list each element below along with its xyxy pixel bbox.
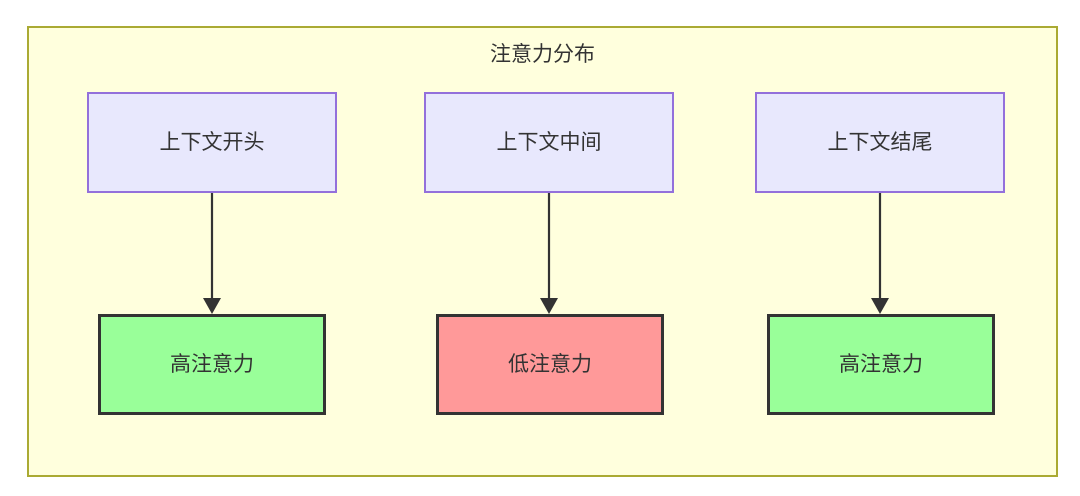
node-context-start[interactable]: 上下文开头: [87, 92, 337, 193]
node-result-high-start-label: 高注意力: [170, 353, 254, 376]
node-result-high-end[interactable]: 高注意力: [767, 314, 995, 415]
subgraph-title: 注意力分布: [490, 43, 595, 66]
node-result-low-middle-label: 低注意力: [508, 353, 592, 376]
node-context-middle[interactable]: 上下文中间: [424, 92, 674, 193]
node-context-end[interactable]: 上下文结尾: [755, 92, 1005, 193]
node-result-high-start[interactable]: 高注意力: [98, 314, 326, 415]
node-context-start-label: 上下文开头: [159, 131, 265, 154]
node-result-low-middle[interactable]: 低注意力: [436, 314, 664, 415]
node-result-high-end-label: 高注意力: [839, 353, 923, 376]
node-context-middle-label: 上下文中间: [496, 131, 602, 154]
node-context-end-label: 上下文结尾: [827, 131, 933, 154]
